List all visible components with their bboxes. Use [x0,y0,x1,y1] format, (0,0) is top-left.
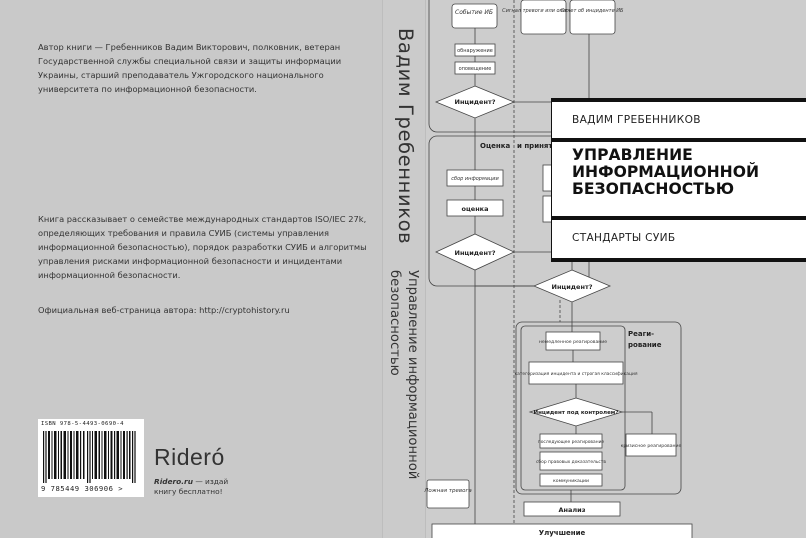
response-group [515,321,682,495]
title-panel: ВАДИМ ГРЕБЕННИКОВ УПРАВЛЕНИЕ ИНФОРМАЦИОН… [551,98,806,262]
response-heading: Реаги- [628,330,654,338]
svg-text:рование: рование [628,341,662,349]
cover-author-band: ВАДИМ ГРЕБЕННИКОВ [551,102,806,138]
barcode-icon [43,431,136,483]
analysis-node [523,501,621,517]
communication-label: коммуникации [553,479,589,484]
author-website: Официальная веб-страница автора: http://… [38,305,290,315]
isbn-number: ISBN 978-5-4493-0690-4 [41,421,124,427]
ridero-site: Ridero.ru [154,477,193,486]
event-label: Событие ИБ [455,9,493,16]
incident-q1-label: Инцидент? [455,98,496,106]
isbn-barcode: ISBN 978-5-4493-0690-4 9 785449 306906 > [38,419,144,497]
signal-label: Сигнал тревоги или опасности [502,8,585,14]
report-node [569,0,616,35]
signal-node [520,0,567,35]
book-description: Книга рассказывает о семействе междунаро… [38,214,367,281]
cover-subtitle-band: СТАНДАРТЫ СУИБ [551,220,806,258]
categorization-label: категоризация инцидента и строгая класси… [515,371,638,377]
notification-label: оповещение [459,66,492,72]
crisis-response-node [625,433,677,457]
improvement-label: Улучшение [539,529,586,537]
author-bio: Автор книги — Гребенников Вадим Викторов… [38,42,342,95]
assessment-label: оценка [462,205,489,213]
front-cover [426,0,806,538]
response-inner [520,325,626,491]
incident-q3-label: Инцидент? [552,283,593,291]
event-node [451,3,498,29]
analysis-label: Анализ [559,506,586,514]
subsequent-response-label: последующее реагирование [538,440,605,445]
improvement-band [431,523,693,538]
ridero-logo: Rideró [154,444,225,470]
detection-group [428,0,590,133]
cover-title-band: УПРАВЛЕНИЕ ИНФОРМАЦИОННОЙ БЕЗОПАСНОСТЬЮ [551,142,806,216]
panel-rule [551,216,806,220]
incident-q2-label: Инцидент? [455,249,496,257]
immediate-response-label: немедленное реагирование [539,340,607,345]
spine-author: Вадим Гребенников [394,28,417,245]
panel-rule [551,258,806,262]
spine-title: Управление информационной безопасностью [387,270,420,480]
subsequent-response-node [539,433,603,449]
report-label: Отчет об инциденте ИБ [561,8,624,14]
ridero-tagline: Ridero.ru — издай книгу бесплатно! [154,477,229,496]
collect-info-label: сбор информации [451,176,499,182]
communication-node [539,473,603,487]
cover-subtitle: СТАНДАРТЫ СУИБ [572,232,676,244]
detection-label: обнаружение [457,48,493,54]
collect-evidence-node [539,451,603,471]
false-alarm-label: Ложная тревога [423,488,472,494]
cover-title: УПРАВЛЕНИЕ ИНФОРМАЦИОННОЙ БЕЗОПАСНОСТЬЮ [572,146,760,198]
book-spine [382,0,426,538]
panel-rule [551,138,806,142]
isbn-digits: 9 785449 306906 > [41,484,124,493]
false-alarm-node [426,479,470,509]
cover-author: ВАДИМ ГРЕБЕННИКОВ [572,114,701,126]
assessment-heading: Оценка [480,142,510,150]
collect-evidence-label: сбор правовых доказательств [536,458,606,465]
panel-rule [551,98,806,102]
crisis-response-label: кризисное реагирование [621,444,682,449]
under-control-label: Инцидент под контролем? [533,410,618,416]
